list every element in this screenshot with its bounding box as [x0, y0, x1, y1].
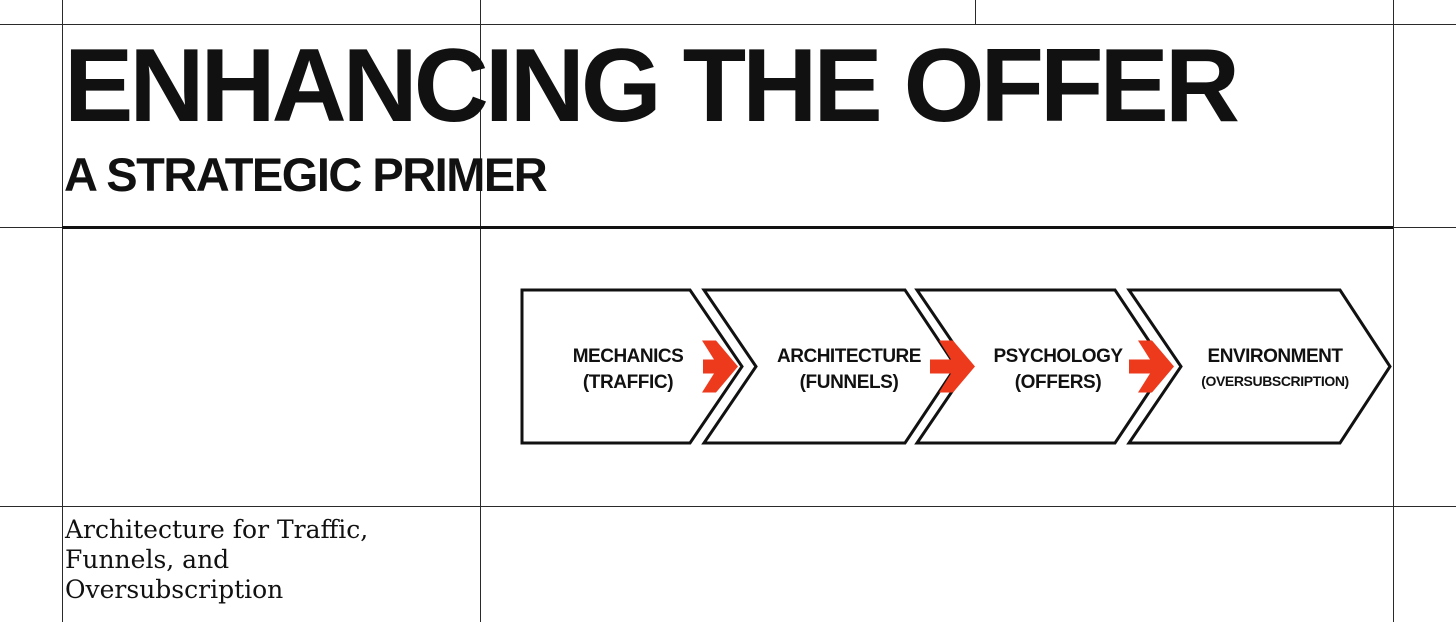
- grid-line: [1393, 227, 1456, 228]
- grid-line: [0, 227, 62, 228]
- step-title: ARCHITECTURE: [777, 346, 921, 367]
- connector-arrow: [930, 340, 975, 393]
- step-subtitle: (OFFERS): [1015, 372, 1102, 393]
- step-subtitle: (TRAFFIC): [583, 372, 673, 393]
- chevron-step: [520, 288, 744, 445]
- page-subtitle: A STRATEGIC PRIMER: [64, 148, 548, 201]
- caption-line: Oversubscription: [65, 575, 284, 604]
- grid-line: [0, 506, 1456, 507]
- step-title: MECHANICS: [573, 346, 684, 367]
- caption-line: Architecture for Traffic,: [65, 515, 369, 544]
- step-subtitle: (OVERSUBSCRIPTION): [1201, 373, 1349, 389]
- grid-line: [1393, 0, 1394, 622]
- caption: Architecture for Traffic, Funnels, and O…: [65, 515, 465, 605]
- caption-line: Funnels, and: [65, 545, 230, 574]
- connector-arrow: [702, 340, 738, 393]
- step-title: ENVIRONMENT: [1208, 346, 1344, 367]
- page-title: ENHANCING THE OFFER: [64, 28, 1240, 144]
- header-divider: [62, 226, 1393, 229]
- grid-line: [0, 24, 1456, 25]
- grid-line: [480, 0, 481, 622]
- grid-line: [975, 0, 976, 24]
- chevron-step: [1126, 288, 1392, 445]
- chevron-step: [701, 288, 958, 445]
- grid-line: [62, 0, 63, 622]
- step-subtitle: (FUNNELS): [800, 372, 899, 393]
- step-title: PSYCHOLOGY: [993, 346, 1123, 367]
- connector-arrow: [1129, 340, 1174, 393]
